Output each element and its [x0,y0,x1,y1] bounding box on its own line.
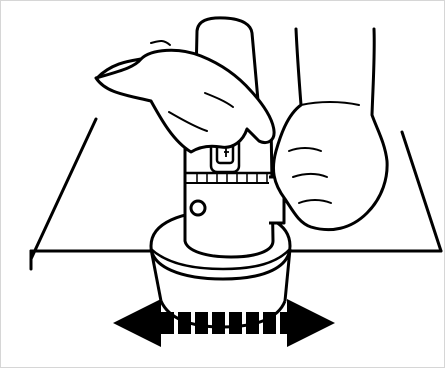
direction-arrow [113,299,335,347]
arrow-head-right [287,299,335,347]
spindle-lock-button [189,199,207,217]
workpiece-plate [29,117,443,271]
left-hand [94,40,276,154]
right-hand [271,27,389,232]
arrow-head-left [113,299,161,347]
ventilation-ticks [196,173,268,183]
workpiece-right-edge [400,130,443,253]
workpiece-left-edge [29,117,98,261]
